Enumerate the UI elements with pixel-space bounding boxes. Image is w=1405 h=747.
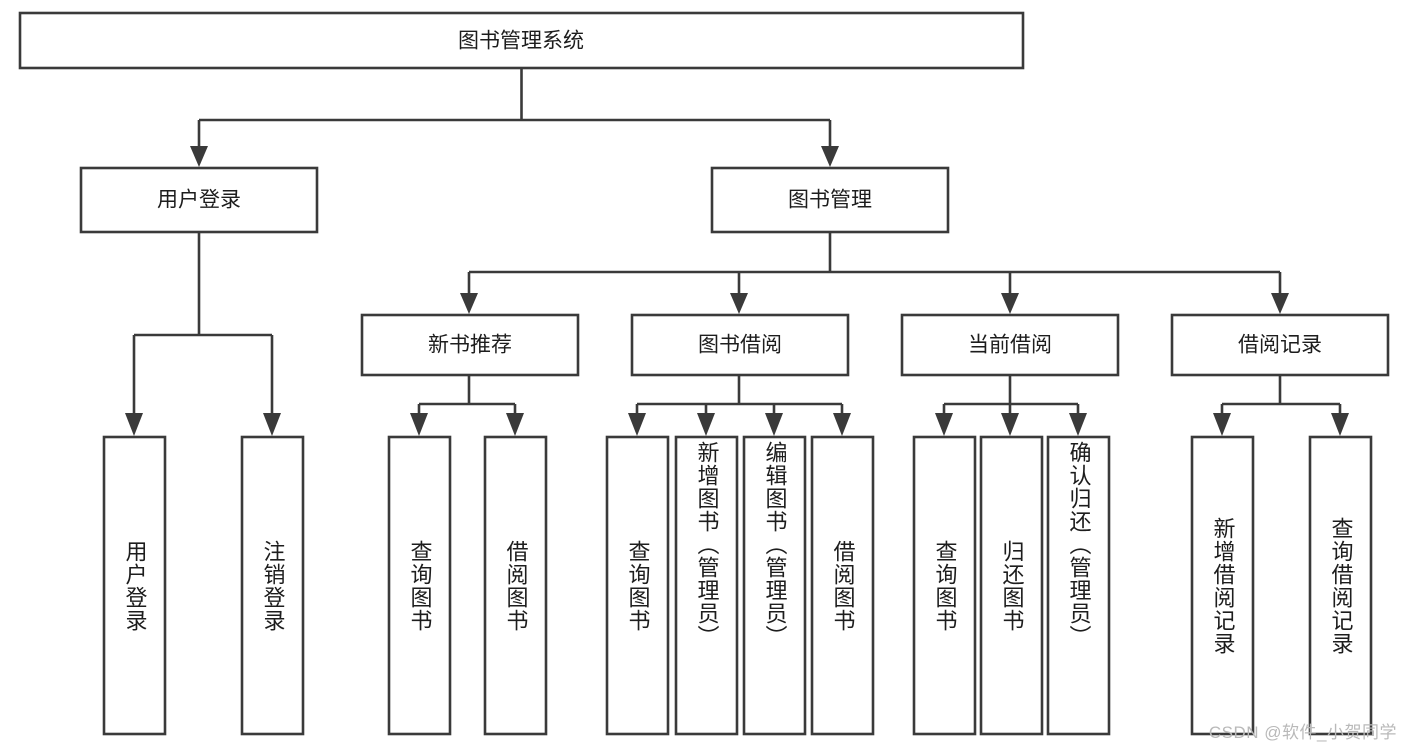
connector-group-book-management	[460, 232, 1289, 314]
node-box-book-management[interactable]	[710, 166, 950, 234]
arrow-head-book-management	[821, 146, 839, 167]
node-box-book-borrow[interactable]	[630, 313, 850, 377]
arrow-head-current-borrow	[1001, 293, 1019, 314]
connector-group-borrow-record	[1213, 375, 1349, 436]
node-current-borrow[interactable]: 当前借阅	[900, 313, 1120, 377]
arrow-head-leaf-return-book	[1001, 413, 1019, 436]
arrow-head-leaf-add-record	[1213, 413, 1231, 436]
node-box-current-borrow[interactable]	[900, 313, 1120, 377]
node-user-login[interactable]: 用户登录	[79, 166, 319, 234]
node-box-user-login[interactable]	[79, 166, 319, 234]
node-borrow-record[interactable]: 借阅记录	[1170, 313, 1390, 377]
leaf-boxes-user-login	[102, 435, 305, 736]
node-label-book-borrow: 图书借阅	[698, 334, 782, 357]
leaf-boxes-new-book-recommend	[387, 435, 548, 736]
connector-group-root	[190, 68, 839, 167]
leaf-box-user-login[interactable]	[102, 435, 167, 736]
connector-group-current-borrow	[935, 375, 1087, 436]
arrow-head-leaf-user-logout	[263, 413, 281, 436]
node-label-user-login: 用户登录	[157, 189, 241, 212]
node-box-borrow-record[interactable]	[1170, 313, 1390, 377]
leaf-boxes-borrow-record	[1190, 435, 1373, 736]
arrow-head-leaf-user-login	[125, 413, 143, 436]
arrow-head-leaf-add-book	[697, 413, 715, 436]
csdn-watermark: CSDN @软件_小贺同学	[1208, 723, 1397, 742]
leaf-box-borrow-book-2[interactable]	[810, 435, 875, 736]
leaf-boxes-book-borrow	[605, 435, 875, 736]
leaf-box-confirm-return[interactable]	[1046, 435, 1111, 736]
arrow-head-leaf-edit-book	[765, 413, 783, 436]
arrow-head-new-book-recommend	[460, 293, 478, 314]
arrow-head-leaf-borrow-book-2	[833, 413, 851, 436]
node-label-borrow-record: 借阅记录	[1238, 334, 1322, 357]
node-new-book-recommend[interactable]: 新书推荐	[360, 313, 580, 377]
node-label-current-borrow: 当前借阅	[968, 334, 1052, 357]
leaf-box-edit-book[interactable]	[742, 435, 807, 736]
connector-group-new-book-recommend	[410, 375, 524, 436]
leaf-box-return-book[interactable]	[979, 435, 1044, 736]
leaf-box-query-record[interactable]	[1308, 435, 1373, 736]
node-box-new-book-recommend[interactable]	[360, 313, 580, 377]
leaf-box-user-logout[interactable]	[240, 435, 305, 736]
leaf-box-query-book-1[interactable]	[387, 435, 452, 736]
leaf-box-query-book-3[interactable]	[912, 435, 977, 736]
node-box-root[interactable]	[18, 11, 1025, 70]
arrow-head-borrow-record	[1271, 293, 1289, 314]
leaf-box-add-book[interactable]	[674, 435, 739, 736]
arrow-head-leaf-confirm-return	[1069, 413, 1087, 436]
arrow-head-leaf-borrow-book-1	[506, 413, 524, 436]
arrow-head-user-login	[190, 146, 208, 167]
node-book-management[interactable]: 图书管理	[710, 166, 950, 234]
arrow-head-leaf-query-book-3	[935, 413, 953, 436]
node-root[interactable]: 图书管理系统	[18, 11, 1025, 70]
arrow-head-book-borrow	[730, 293, 748, 314]
node-label-book-management: 图书管理	[788, 189, 872, 212]
arrow-head-leaf-query-record	[1331, 413, 1349, 436]
arrow-head-leaf-query-book-2	[628, 413, 646, 436]
leaf-box-borrow-book-1[interactable]	[483, 435, 548, 736]
leaf-box-add-record[interactable]	[1190, 435, 1255, 736]
leaf-boxes-current-borrow	[912, 435, 1111, 736]
connector-group-book-borrow	[628, 375, 851, 436]
node-label-root: 图书管理系统	[458, 30, 584, 53]
node-label-new-book-recommend: 新书推荐	[428, 334, 512, 357]
connector-group-user-login	[125, 232, 281, 436]
leaf-box-query-book-2[interactable]	[605, 435, 670, 736]
arrow-head-leaf-query-book-1	[410, 413, 428, 436]
node-book-borrow[interactable]: 图书借阅	[630, 313, 850, 377]
